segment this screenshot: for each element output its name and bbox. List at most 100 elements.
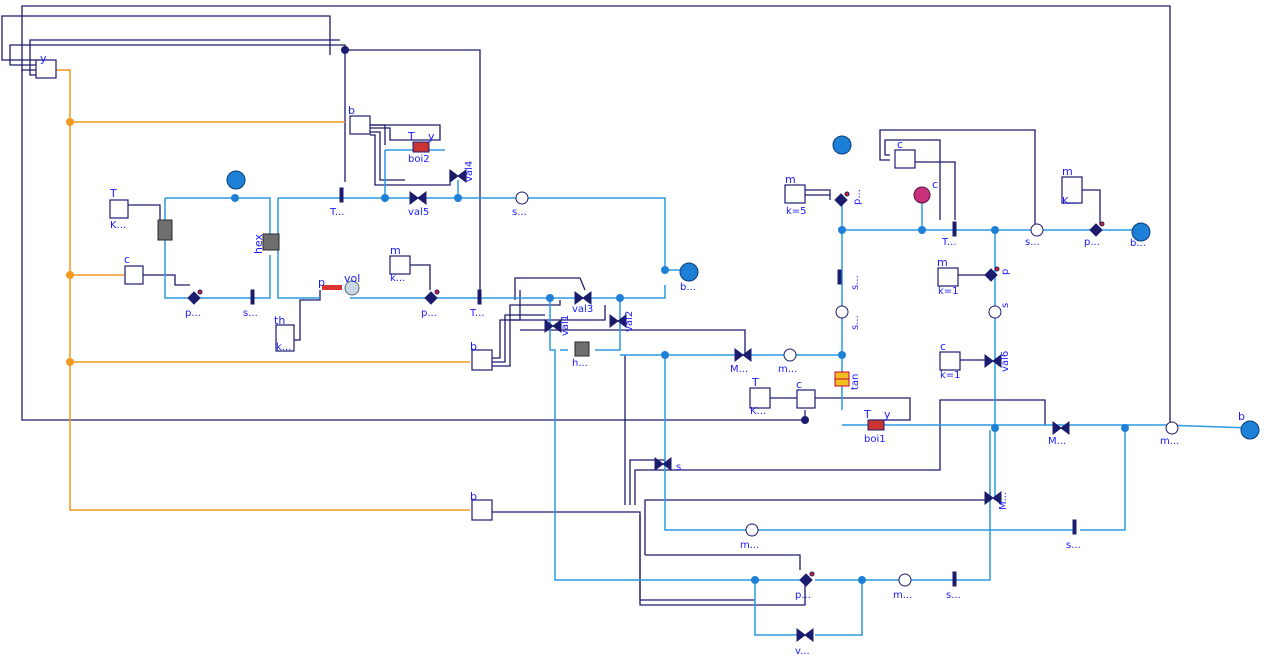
label: s...	[512, 207, 527, 218]
label: b	[470, 490, 477, 503]
tank-icon	[834, 371, 850, 387]
label: M...	[998, 492, 1009, 510]
label: c	[940, 340, 946, 353]
block-b3	[471, 349, 493, 371]
label: T...	[941, 237, 956, 248]
label: c	[897, 138, 903, 151]
label: p...	[795, 590, 811, 601]
block-c2	[124, 265, 144, 285]
hex-left	[157, 219, 173, 241]
label: K...	[750, 406, 766, 417]
bou-right-top	[832, 135, 852, 155]
hex-mid	[574, 341, 590, 357]
block-c5	[939, 351, 961, 371]
hex-components	[157, 219, 590, 357]
bou-far-right	[1240, 420, 1260, 440]
component-labels: b y T K... c p... s... hex T... val5 s..…	[40, 52, 1245, 657]
label: k=1	[940, 370, 961, 381]
label: p...	[421, 308, 437, 319]
label: m...	[740, 540, 759, 551]
label: b	[470, 340, 477, 353]
signal-wires	[1, 5, 1171, 606]
label: val6	[1000, 351, 1011, 372]
block-c4	[894, 149, 916, 169]
label: s	[1000, 303, 1011, 308]
hex-main	[262, 233, 280, 251]
label: b...	[680, 282, 696, 293]
orange-wires	[55, 69, 470, 511]
block-T1	[109, 199, 129, 219]
block-T6	[749, 387, 771, 409]
label: vol	[344, 272, 360, 285]
label: M...	[730, 364, 748, 375]
label: s	[676, 462, 681, 473]
block-c6	[796, 389, 816, 409]
label: k=1	[938, 286, 959, 297]
label: T	[863, 408, 871, 421]
block-m1	[389, 255, 411, 275]
label: s...	[1066, 540, 1081, 551]
label: k...	[276, 342, 291, 353]
label: boi2	[408, 154, 430, 165]
label: h...	[572, 358, 588, 369]
label: boi1	[864, 434, 886, 445]
label: p	[1000, 269, 1011, 275]
label: y	[428, 130, 435, 143]
valve-icon	[409, 169, 1070, 642]
pump-icon	[187, 193, 1103, 587]
components	[187, 169, 1179, 642]
block-m3	[784, 184, 806, 204]
label: T	[751, 376, 759, 389]
block-b-top	[349, 115, 371, 135]
label: y	[884, 408, 891, 421]
label: T	[407, 130, 415, 143]
label: m...	[1160, 436, 1179, 447]
label: T	[109, 187, 117, 200]
block-th	[275, 324, 295, 352]
label: s...	[1025, 237, 1040, 248]
block-m4	[1061, 176, 1083, 204]
label: p...	[1084, 237, 1100, 248]
label: val4	[464, 161, 475, 182]
boundary-spheres	[226, 135, 1260, 440]
label: m	[1062, 165, 1073, 178]
label: p	[318, 276, 325, 289]
label: y	[40, 52, 47, 65]
block-m5	[937, 267, 959, 287]
label: val3	[572, 304, 593, 315]
label: m	[937, 256, 948, 269]
bou-left-top	[226, 170, 246, 190]
label: s...	[850, 315, 861, 330]
pump-red-dot-icon	[197, 191, 1105, 577]
bou-mid	[679, 262, 699, 282]
label: v...	[795, 646, 810, 657]
temp-sensor-icon	[250, 187, 1077, 587]
blocks	[35, 59, 1083, 521]
flow-sensor-icon	[515, 191, 1179, 587]
label: b...	[1130, 238, 1146, 249]
label: c	[796, 378, 802, 391]
label: K...	[1062, 196, 1078, 207]
exp-vessel	[913, 186, 931, 204]
label: s...	[243, 308, 258, 319]
label: th	[274, 314, 285, 327]
label: k=5	[786, 206, 807, 217]
fluid-pipes	[164, 149, 1251, 636]
boiler-icon	[412, 141, 885, 431]
label: m...	[778, 364, 797, 375]
label: p...	[185, 308, 201, 319]
label: c	[124, 253, 130, 266]
label: val2	[624, 311, 635, 332]
block-top-left	[35, 59, 57, 79]
label: hex	[252, 233, 265, 254]
label: m...	[893, 590, 912, 601]
label: M...	[1048, 436, 1066, 447]
label: m	[785, 173, 796, 186]
label: T...	[329, 207, 344, 218]
label: m	[390, 244, 401, 257]
label: tan	[850, 374, 861, 390]
label: T...	[469, 308, 484, 319]
bou-right	[1131, 222, 1151, 242]
label: p...	[852, 189, 863, 205]
